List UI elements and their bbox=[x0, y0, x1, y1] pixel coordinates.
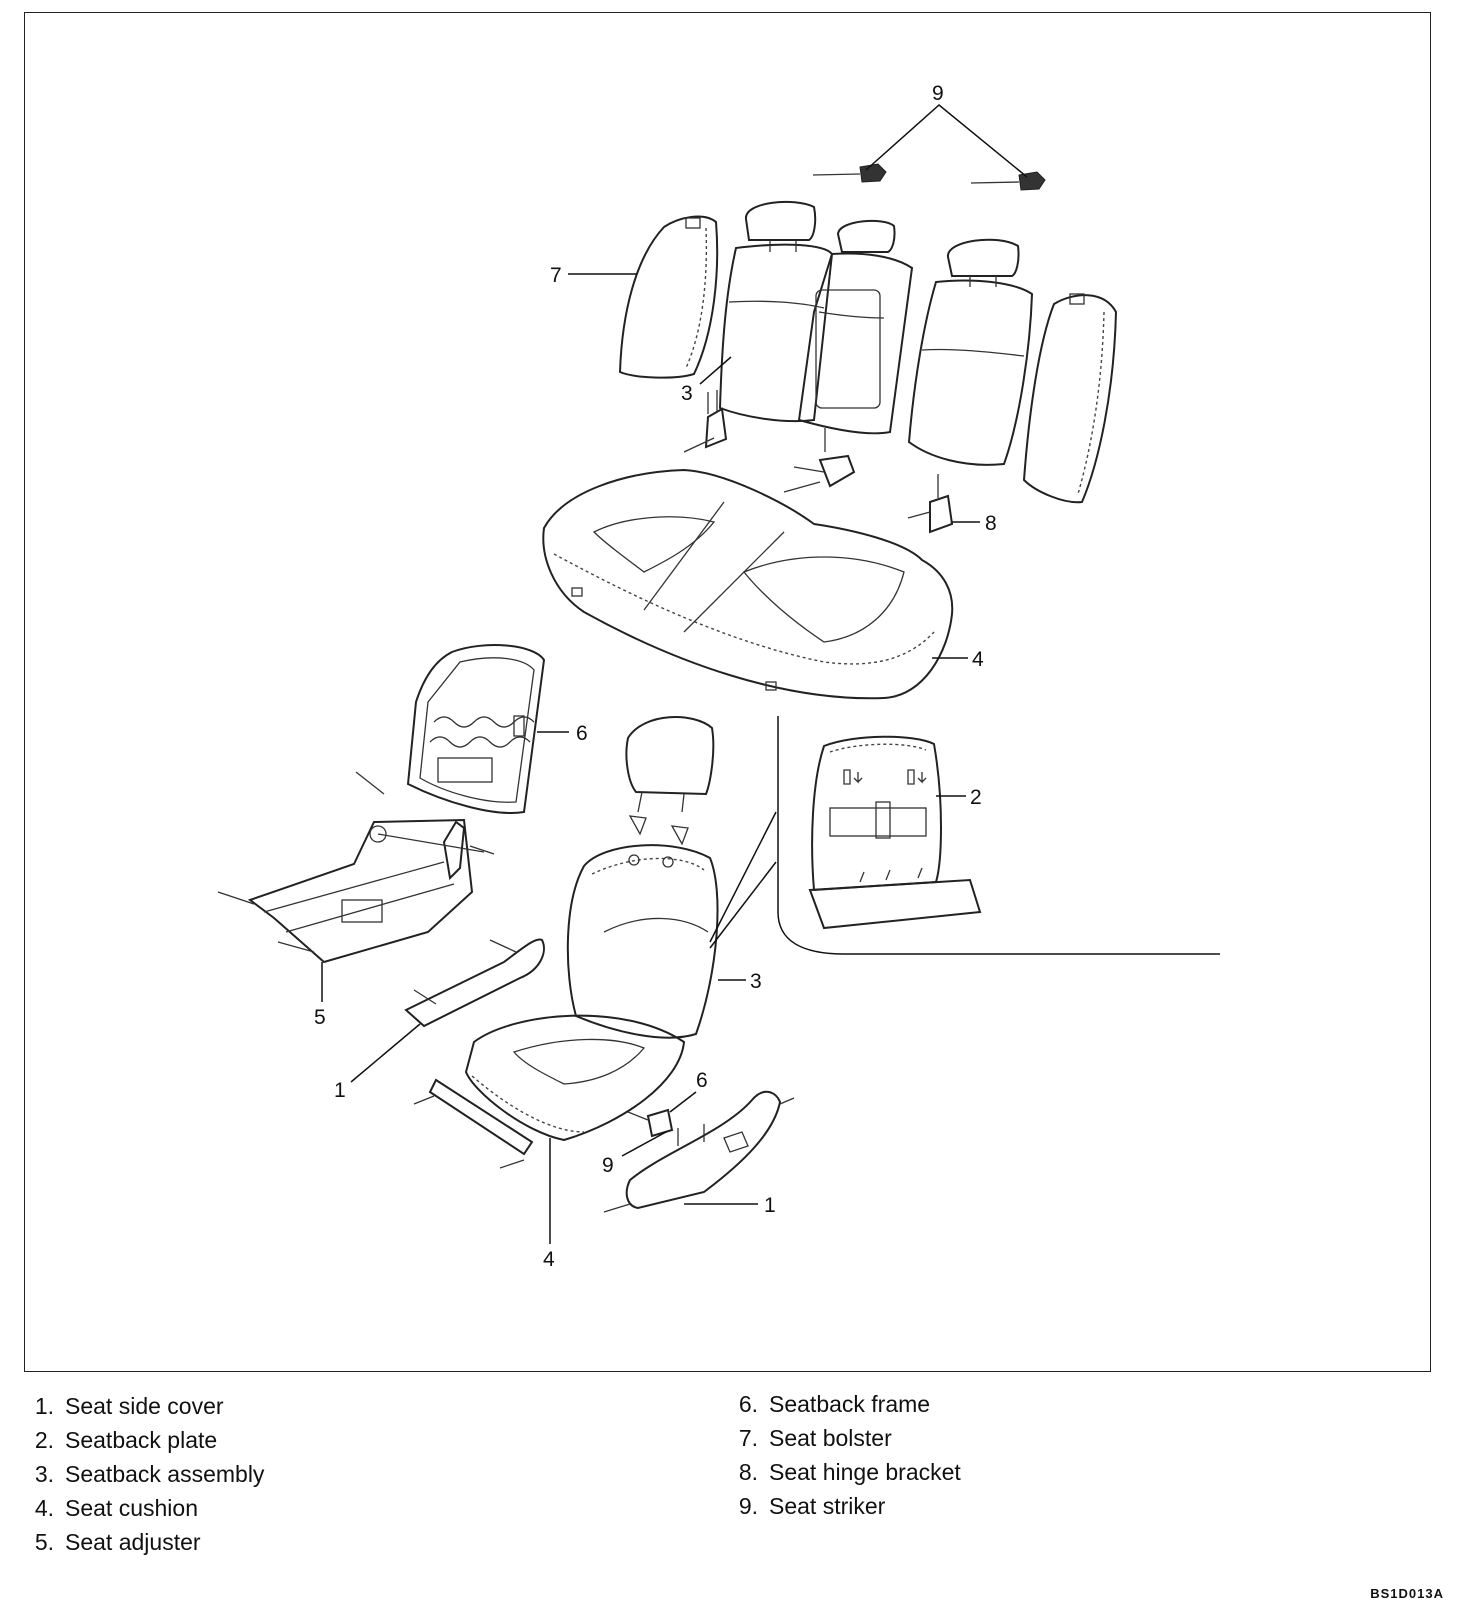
diagram-frame bbox=[24, 12, 1431, 1372]
legend-label: Seat hinge bracket bbox=[769, 1459, 961, 1485]
legend-number: 8. bbox=[738, 1459, 758, 1485]
callout-5: 5 bbox=[314, 1006, 326, 1029]
callout-1-left: 1 bbox=[334, 1079, 346, 1102]
seatback-frame bbox=[406, 644, 546, 814]
callout-6-frame: 6 bbox=[576, 722, 588, 745]
legend-label: Seatback frame bbox=[769, 1391, 931, 1417]
seat-adjuster bbox=[217, 771, 495, 964]
callout-7: 7 bbox=[550, 264, 562, 287]
legend-label: Seatback assembly bbox=[65, 1461, 265, 1487]
seat-bolster-right bbox=[1022, 293, 1118, 504]
callout-9-bottom: 9 bbox=[602, 1154, 614, 1177]
rear-seatback-assembly bbox=[718, 200, 1034, 466]
leader-9-top bbox=[865, 104, 1028, 178]
callout-3-top: 3 bbox=[681, 382, 693, 405]
seat-cushion-side-trim bbox=[413, 1078, 534, 1169]
legend-item: 5. Seat adjuster bbox=[18, 1525, 264, 1559]
legend-label: Seat cushion bbox=[65, 1495, 198, 1521]
legend-number: 6. bbox=[738, 1391, 758, 1417]
seat-hinge-bracket bbox=[907, 474, 954, 534]
legend-number: 5. bbox=[34, 1529, 54, 1555]
legend-label: Seat side cover bbox=[65, 1393, 224, 1419]
seat-bolster-left bbox=[618, 215, 719, 379]
legend-item: 1. Seat side cover bbox=[18, 1389, 264, 1423]
front-seat-cushion bbox=[464, 1014, 686, 1142]
hinge-bracket-center bbox=[783, 428, 856, 493]
leader-9-bottom bbox=[621, 1131, 667, 1157]
legend-item: 8. Seat hinge bracket bbox=[722, 1455, 961, 1489]
exploded-seat-diagram: 9 7 3 bbox=[217, 82, 1220, 1271]
callout-6-small: 6 bbox=[696, 1069, 708, 1092]
legend-label: Seat bolster bbox=[769, 1425, 892, 1451]
legend-label: Seatback plate bbox=[65, 1427, 218, 1453]
legend-item: 9. Seat striker bbox=[722, 1489, 961, 1523]
seatback-plate-detail bbox=[709, 716, 1220, 955]
legend-item: 2. Seatback plate bbox=[18, 1423, 264, 1457]
front-seatback-assembly bbox=[566, 716, 719, 1039]
legend-label: Seat adjuster bbox=[65, 1529, 201, 1555]
legend-right: 6. Seatback frame 7. Seat bolster 8. Seat h… bbox=[722, 1387, 961, 1523]
legend-item: 6. Seatback frame bbox=[722, 1387, 961, 1421]
legend-number: 2. bbox=[34, 1427, 54, 1453]
legend-item: 3. Seatback assembly bbox=[18, 1457, 265, 1491]
rear-seat-cushion bbox=[542, 468, 954, 700]
recliner-bracket-small bbox=[627, 1108, 674, 1138]
leader-3-top bbox=[699, 356, 732, 385]
leader-1-left bbox=[350, 1023, 421, 1083]
legend-item: 7. Seat bolster bbox=[722, 1421, 961, 1455]
legend-left: 1. Seat side cover 2. Seatback plate 3. Sea… bbox=[18, 1389, 265, 1559]
legend-label: Seat striker bbox=[769, 1493, 886, 1519]
callout-8: 8 bbox=[985, 512, 997, 535]
callout-3-front: 3 bbox=[750, 970, 762, 993]
callout-4-top: 4 bbox=[972, 648, 984, 671]
seat-striker-right bbox=[970, 171, 1046, 191]
legend-item: 4. Seat cushion bbox=[18, 1491, 264, 1525]
callout-2: 2 bbox=[970, 786, 982, 809]
figure-code: BS1D013A bbox=[1370, 1586, 1444, 1601]
legend-number: 9. bbox=[738, 1493, 758, 1519]
seat-side-cover-left bbox=[404, 938, 545, 1028]
leader-6-small bbox=[669, 1091, 697, 1113]
legend-number: 4. bbox=[34, 1495, 54, 1521]
callout-9-top: 9 bbox=[932, 82, 944, 105]
callout-1-right: 1 bbox=[764, 1194, 776, 1217]
legend-number: 1. bbox=[34, 1393, 54, 1419]
legend-number: 3. bbox=[34, 1461, 54, 1487]
callout-4-bottom: 4 bbox=[543, 1248, 555, 1271]
seat-striker-left bbox=[812, 163, 887, 183]
seat-side-cover-right bbox=[603, 1090, 795, 1213]
legend-number: 7. bbox=[738, 1425, 758, 1451]
hinge-bracket-left bbox=[683, 390, 728, 453]
